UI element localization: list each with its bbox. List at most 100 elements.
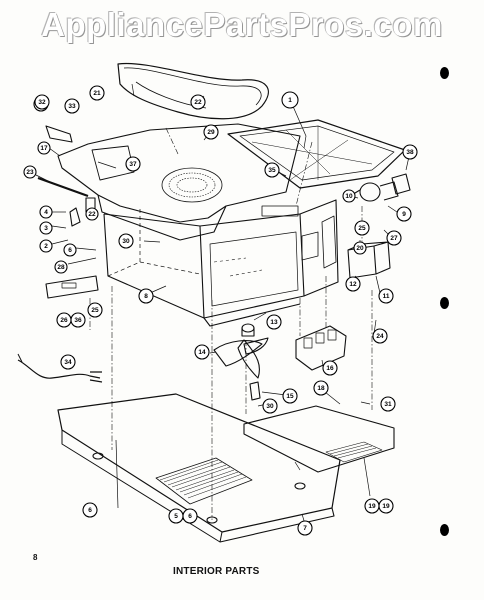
callout-circle: [82, 502, 98, 518]
callout-c22a: 22: [190, 94, 206, 110]
callout-label: 21: [93, 90, 101, 97]
callout-c9: 9: [396, 206, 412, 222]
callout-circle: [345, 276, 361, 292]
callout-circle: [354, 220, 370, 236]
callout-c21: 21: [89, 85, 105, 101]
callout-c35: 35: [264, 162, 280, 178]
callout-circle: [402, 144, 418, 160]
watermark: AppliancePartsPros.com: [41, 6, 443, 43]
callout-c6b: 6: [82, 502, 98, 518]
callout-circle: [262, 398, 278, 414]
callout-label: 3: [44, 225, 48, 232]
callout-circle: [64, 98, 80, 114]
callout-label: 25: [358, 225, 366, 232]
callout-circle: [63, 243, 77, 257]
callout-label: 37: [129, 161, 137, 168]
callout-c17: 17: [37, 141, 51, 155]
callout-circle: [322, 360, 338, 376]
callout-label: 5: [174, 513, 178, 520]
callout-label: 35: [268, 167, 276, 174]
callout-label: 9: [402, 211, 406, 218]
callout-label: 22: [88, 211, 96, 218]
callout-c19b: 19: [378, 498, 394, 514]
heater-coil: [161, 167, 223, 203]
callout-c12: 12: [345, 276, 361, 292]
page-number: 8: [33, 553, 38, 562]
callout-circle: [23, 165, 37, 179]
callout-circle: [396, 206, 412, 222]
callout-label: 34: [64, 359, 72, 366]
callout-circle: [380, 396, 396, 412]
callout-label: 32: [38, 99, 46, 106]
callout-label: 30: [122, 238, 130, 245]
callout-circle: [138, 288, 154, 304]
callout-label: 24: [376, 333, 384, 340]
binder-hole-bottom: [440, 524, 449, 536]
callout-circle: [182, 508, 198, 524]
callout-label: 27: [390, 235, 398, 242]
binder-hole-middle: [440, 297, 449, 309]
callout-circle: [372, 328, 388, 344]
callout-c23: 23: [23, 165, 37, 179]
callout-label: 6: [88, 507, 92, 514]
callout-circle: [190, 94, 206, 110]
callout-label: 10: [345, 193, 353, 200]
callout-label: 25: [91, 307, 99, 314]
callout-label: 19: [382, 503, 390, 510]
base-grille: [155, 457, 253, 505]
callout-label: 33: [68, 103, 76, 110]
callout-c26: 26: [56, 312, 72, 328]
callout-c19: 19: [364, 498, 380, 514]
callout-c38: 38: [402, 144, 418, 160]
callout-circle: [125, 156, 141, 172]
mounting-bracket: [45, 275, 99, 299]
fan-motor: [359, 182, 381, 202]
binder-hole-top: [440, 67, 449, 79]
callout-c30a: 30: [118, 233, 134, 249]
callout-label: 26: [60, 317, 68, 324]
callout-label: 18: [317, 385, 325, 392]
bottom-cover: [243, 405, 395, 473]
callout-c18: 18: [313, 380, 329, 396]
callout-label: 2: [44, 243, 48, 250]
callout-c25a: 25: [354, 220, 370, 236]
callout-c31: 31: [380, 396, 396, 412]
callout-circle: [342, 189, 356, 203]
callout-label: 7: [303, 525, 307, 532]
callout-label: 30: [266, 403, 274, 410]
callout-c2: 2: [39, 239, 53, 253]
callout-circle: [194, 344, 210, 360]
callout-label: 16: [326, 365, 334, 372]
callout-circle: [378, 288, 394, 304]
top-cover: [57, 123, 301, 223]
callout-label: 28: [57, 264, 65, 271]
callout-circle: [378, 498, 394, 514]
terminal-block: [295, 325, 347, 371]
callout-c33: 33: [64, 98, 80, 114]
callout-circle: [313, 380, 329, 396]
callout-circle: [34, 94, 50, 110]
callout-label: 38: [406, 149, 414, 156]
callout-label: 8: [144, 293, 148, 300]
callout-c14: 14: [194, 344, 210, 360]
callout-c5: 5: [168, 508, 184, 524]
callout-circle: [386, 230, 402, 246]
callout-c29: 29: [203, 124, 219, 140]
cabinet-left: [103, 213, 205, 319]
callout-label: 1: [288, 97, 292, 104]
callout-label: 4: [44, 209, 48, 216]
callout-label: 6: [188, 513, 192, 520]
callout-c1: 1: [281, 91, 299, 109]
callout-c22c: 22: [85, 207, 99, 221]
callout-circle: [281, 91, 299, 109]
callout-c25b: 25: [87, 302, 103, 318]
callout-circle: [353, 241, 367, 255]
callout-circle: [266, 314, 282, 330]
callout-c6: 6: [63, 243, 77, 257]
callout-c4: 4: [39, 205, 53, 219]
callout-c34: 34: [60, 354, 76, 370]
callout-circle: [85, 207, 99, 221]
callout-c20: 20: [353, 241, 367, 255]
callout-label: 11: [383, 293, 390, 300]
